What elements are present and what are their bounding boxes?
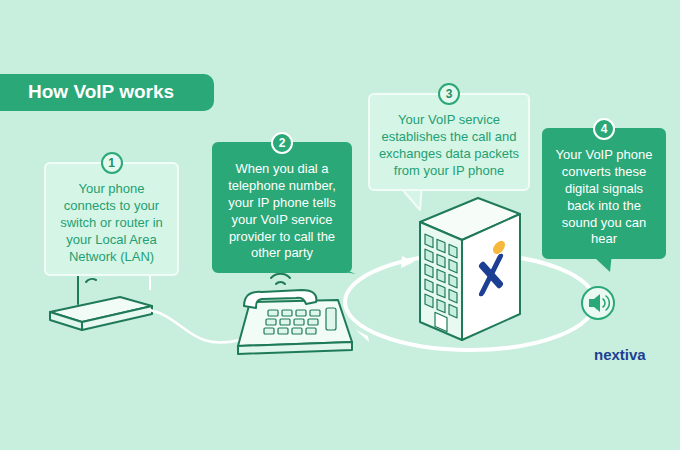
provider-building	[449, 304, 457, 317]
ip-phone-icon	[282, 310, 292, 316]
provider-building	[420, 198, 520, 340]
router-icon	[82, 306, 152, 330]
provider-building	[425, 249, 433, 262]
provider-building	[435, 312, 447, 331]
provider-building	[437, 299, 445, 312]
speaker-icon	[603, 299, 605, 307]
speaker-icon	[582, 287, 614, 319]
ip-phone-icon	[292, 328, 302, 334]
ip-phone-icon	[326, 308, 336, 330]
ip-phone-icon	[308, 319, 318, 325]
provider-building	[449, 274, 457, 287]
callout-box: 4Your VoIP phone converts these digital …	[542, 128, 666, 259]
provider-building	[437, 284, 445, 297]
callout-text: Your VoIP phone converts these digital s…	[552, 147, 656, 248]
ip-phone-icon	[276, 282, 285, 284]
title-badge: How VoIP works	[0, 74, 214, 111]
ip-phone-icon	[266, 319, 276, 325]
ip-phone-icon	[278, 328, 288, 334]
provider-building	[449, 259, 457, 272]
brand-logo-text: nextiva	[594, 346, 646, 363]
speaker-icon	[582, 287, 614, 319]
speaker-icon	[594, 294, 600, 312]
callout-number: 3	[438, 83, 460, 105]
ip-phone-icon	[294, 319, 304, 325]
ip-phone-icon	[271, 274, 290, 278]
provider-building	[493, 239, 505, 256]
provider-building	[462, 214, 520, 340]
callout-box: 2When you dial a telephone number, your …	[212, 142, 352, 273]
callout-number: 4	[593, 118, 615, 140]
callout-text: When you dial a telephone number, your I…	[222, 161, 342, 262]
callout-number: 1	[101, 152, 123, 174]
provider-building	[482, 239, 505, 293]
speaker-icon	[589, 299, 594, 307]
callout-text: Your phone connects to your switch or ro…	[54, 181, 169, 265]
provider-building	[425, 279, 433, 292]
ip-phone-icon	[306, 328, 316, 334]
ip-phone-icon	[264, 328, 274, 334]
ip-phone-icon	[280, 319, 290, 325]
provider-building	[437, 239, 445, 252]
provider-building	[425, 294, 433, 307]
provider-building	[425, 234, 433, 247]
ip-phone-icon	[238, 274, 352, 354]
provider-building	[437, 254, 445, 267]
ip-phone-icon	[264, 308, 336, 334]
router-icon	[86, 279, 96, 282]
provider-building	[425, 264, 433, 277]
provider-building	[420, 222, 462, 340]
callout-box: 1Your phone connects to your switch or r…	[44, 162, 179, 276]
call-loop	[401, 256, 414, 268]
ip-phone-icon	[296, 310, 306, 316]
ip-phone-icon	[310, 310, 320, 316]
cable	[150, 310, 240, 343]
callout-box: 3Your VoIP service establishes the call …	[368, 93, 530, 191]
provider-building	[482, 257, 500, 293]
provider-building	[425, 234, 457, 336]
callout-text: Your VoIP service establishes the call a…	[378, 112, 520, 180]
router-icon	[50, 312, 82, 330]
provider-building	[449, 289, 457, 302]
provider-building	[449, 244, 457, 257]
call-loop	[356, 330, 369, 342]
callout-number: 2	[271, 132, 293, 154]
provider-building	[482, 257, 500, 293]
speaker-icon	[606, 296, 609, 310]
provider-building	[437, 269, 445, 282]
ip-phone-icon	[268, 310, 278, 316]
ip-phone-icon	[238, 342, 352, 354]
ip-phone-icon	[244, 290, 316, 308]
